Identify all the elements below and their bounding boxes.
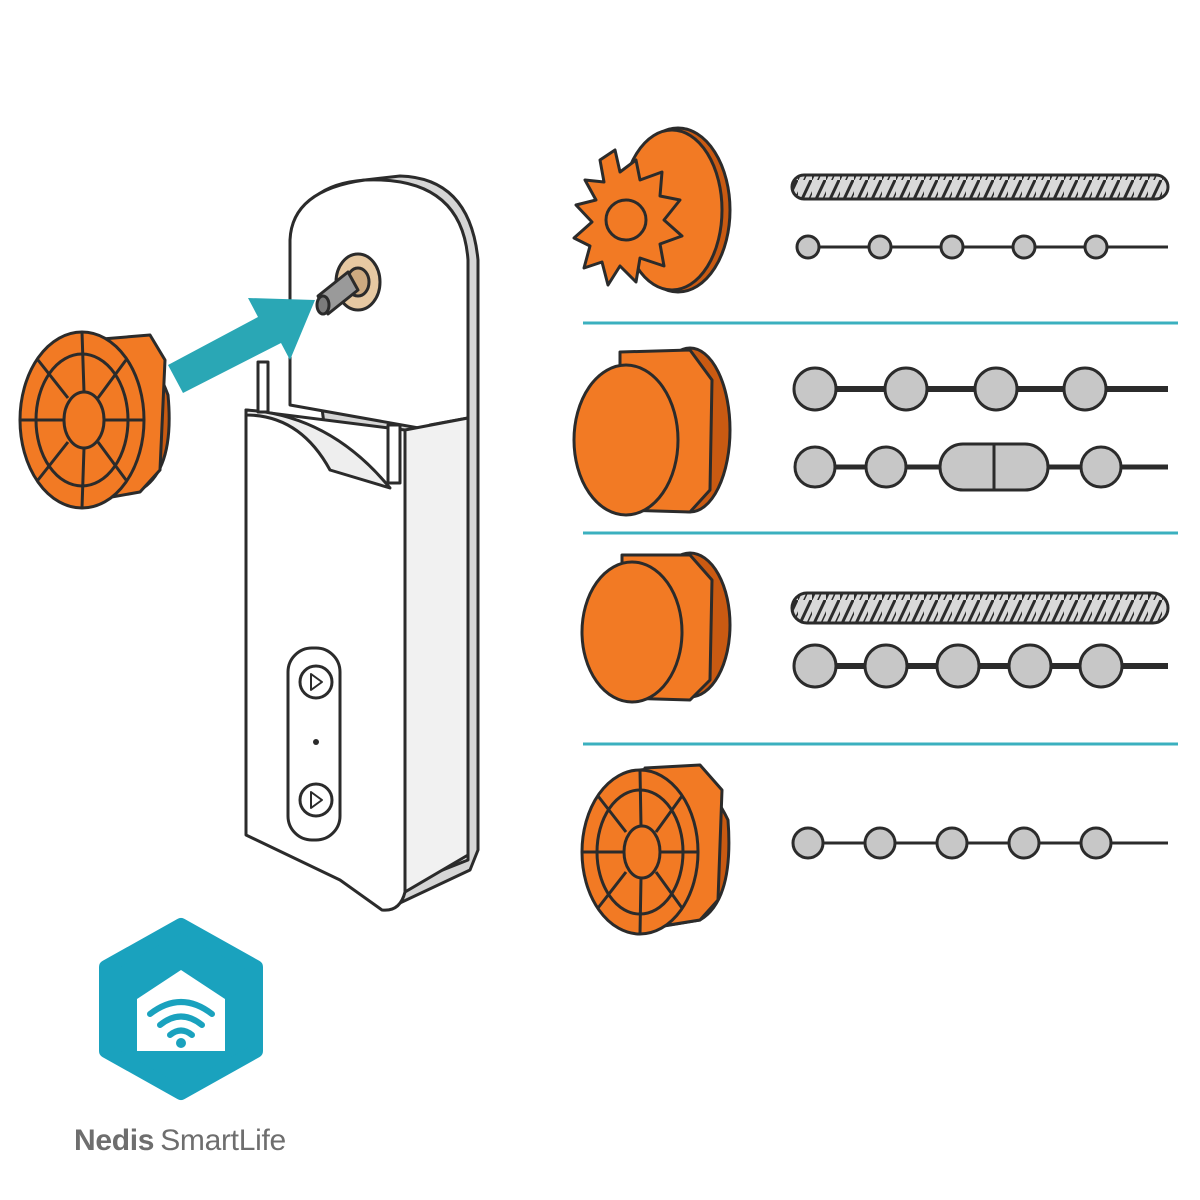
insert-arrow-icon	[168, 298, 315, 393]
flat-spool-icon	[580, 551, 732, 704]
medium-bead-chain-icon	[792, 643, 1168, 689]
small-bead-chain-icon	[791, 826, 1168, 860]
brand-name-part2: SmartLife	[160, 1124, 286, 1157]
blind-motor-device	[244, 174, 480, 912]
small-bead-chain-icon	[795, 234, 1168, 260]
gear-spool-icon	[572, 126, 732, 294]
wifi-house-hexagon-icon	[99, 918, 263, 1100]
large-bead-chain-icon	[792, 366, 1168, 412]
brand-name-part1: Nedis	[74, 1124, 155, 1157]
bead-chain-with-connector-icon	[793, 442, 1168, 492]
spoked-spool-icon	[18, 330, 171, 510]
thick-twisted-cord-icon	[790, 591, 1170, 625]
spoked-spool-icon	[580, 763, 731, 936]
twisted-cord-icon	[790, 173, 1170, 201]
up-button	[298, 664, 334, 700]
flat-spool-icon	[572, 346, 732, 517]
status-led	[313, 739, 319, 745]
down-button	[298, 782, 334, 818]
